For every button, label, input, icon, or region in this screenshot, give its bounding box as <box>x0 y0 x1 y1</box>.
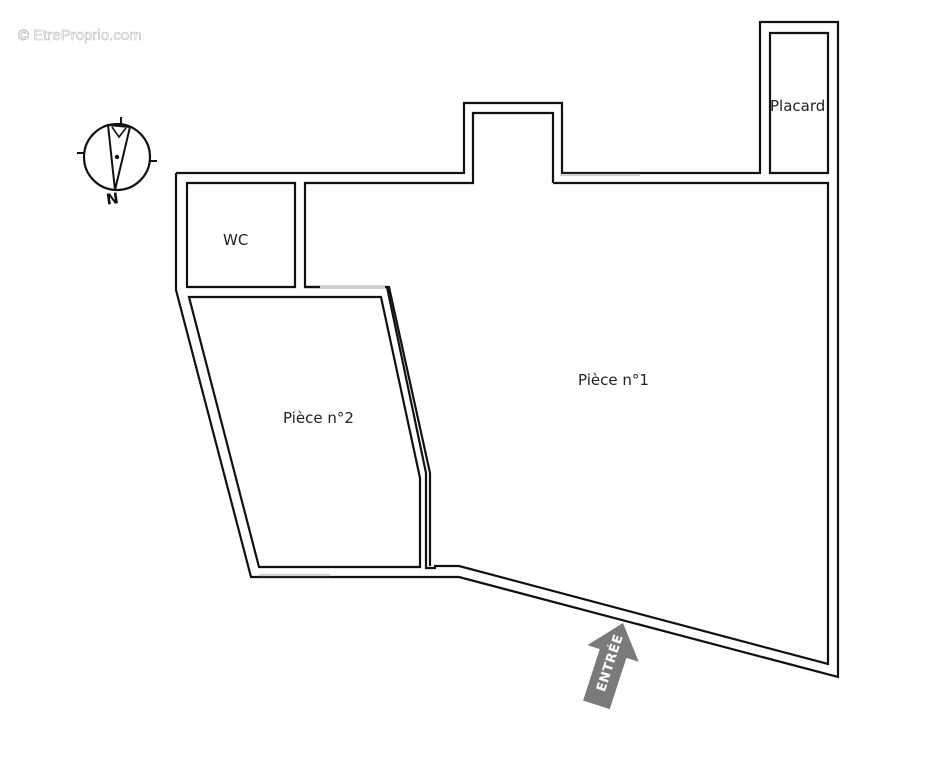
piece1-room <box>303 111 830 666</box>
placard-label: Placard <box>770 97 825 115</box>
wc-label: WC <box>223 231 248 249</box>
entrance-arrow-icon: ENTRÉE <box>583 623 639 710</box>
wc-room <box>185 181 297 289</box>
compass-north-label: N <box>105 189 120 209</box>
watermark: © EtreProprio.com <box>18 27 142 44</box>
piece1-label: Pièce n°1 <box>578 371 649 389</box>
piece2-room <box>187 295 422 569</box>
outer-wall <box>174 20 840 679</box>
compass-icon: N <box>77 117 157 209</box>
piece2-label: Pièce n°2 <box>283 409 354 427</box>
placard-room <box>768 31 830 175</box>
